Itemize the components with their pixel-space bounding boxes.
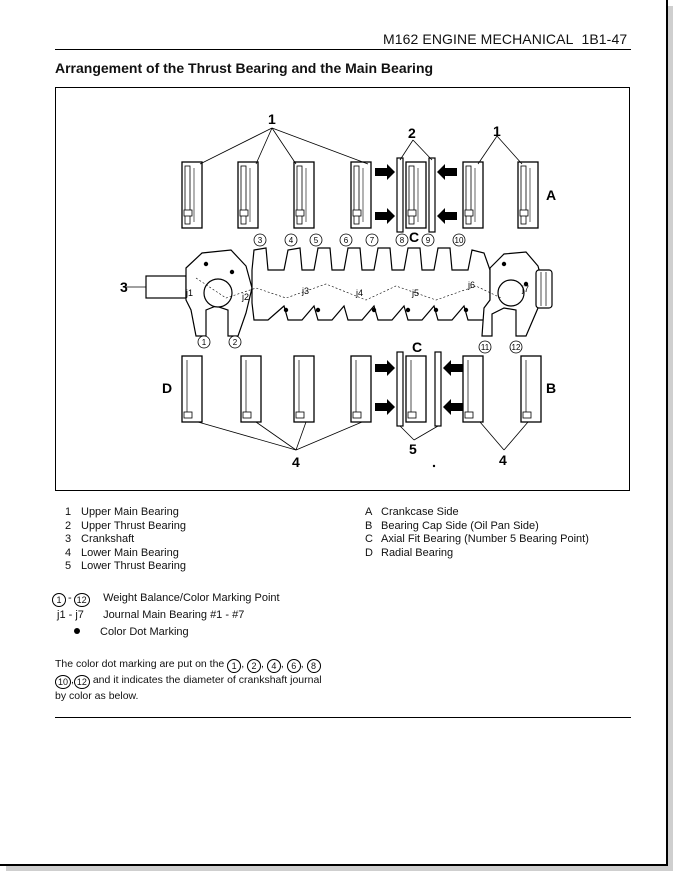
label-C-bottom: C [412,339,422,355]
color-dot-note: The color dot marking are put on the 1, … [55,658,322,702]
upper-main-bearings [181,161,539,229]
symbol-row-range: 1-12 Weight Balance/Color Marking Point [52,590,280,607]
label-A: A [546,187,556,203]
svg-text:j4: j4 [355,288,363,298]
svg-text:2: 2 [233,338,238,347]
color-dot-markings [203,261,529,313]
page-shadow-bottom [6,866,673,871]
svg-text:11: 11 [481,343,490,352]
callout-3: 3 [120,279,128,295]
svg-text:7: 7 [370,236,375,245]
symbol-row-dot: Color Dot Marking [52,624,280,641]
svg-text:1: 1 [202,338,207,347]
bearing-diagram: 1 1 2 A C 3 j1 [55,87,630,491]
callout-1-left: 1 [268,111,276,127]
upper-thrust-bearing [375,157,457,233]
label-D: D [162,380,172,396]
callout-4-right: 4 [499,452,507,468]
crankshaft [145,247,553,337]
svg-text:3: 3 [258,236,263,245]
page-header: M162 ENGINE MECHANICAL 1B1-47 [383,31,635,47]
page-shadow-right [668,6,673,871]
color-dot-icon [74,627,80,634]
svg-text:j3: j3 [301,286,309,296]
header-rule [55,49,631,50]
marking-points: 3 4 5 6 7 8 9 10 1 2 11 12 [197,233,523,354]
svg-text:j6: j6 [467,280,475,290]
svg-text:j5: j5 [411,288,419,298]
symbol-row-journal: j1 - j7 Journal Main Bearing #1 - #7 [57,609,245,621]
bottom-rule [55,717,631,718]
lower-main-bearings [181,355,542,423]
lower-thrust-bearing [375,351,463,427]
callout-1-right: 1 [493,123,501,139]
journal-labels: j1 j2 j3 j4 j5 j6 j7 [185,280,529,302]
svg-text:j7: j7 [521,284,529,294]
label-C-top: C [409,229,419,245]
callout-2: 2 [408,125,416,141]
svg-text:9: 9 [426,236,431,245]
header-section: M162 ENGINE MECHANICAL [383,31,574,47]
svg-text:j1: j1 [185,288,193,298]
svg-text:4: 4 [289,236,294,245]
svg-text:12: 12 [512,343,521,352]
bearing-diagram-svg: 1 1 2 A C 3 j1 [120,111,556,470]
symbol-legend: 1-12 Weight Balance/Color Marking Point … [52,590,280,640]
svg-text:6: 6 [344,236,349,245]
page-title: Arrangement of the Thrust Bearing and th… [55,60,434,76]
callout-5: 5 [409,441,417,457]
svg-text:j2: j2 [241,292,249,302]
svg-text:5: 5 [314,236,319,245]
label-B: B [546,380,556,396]
header-page-number: 1B1-47 [581,31,628,47]
svg-text:8: 8 [400,236,405,245]
svg-text:10: 10 [455,236,464,245]
callout-4-left: 4 [292,454,300,470]
